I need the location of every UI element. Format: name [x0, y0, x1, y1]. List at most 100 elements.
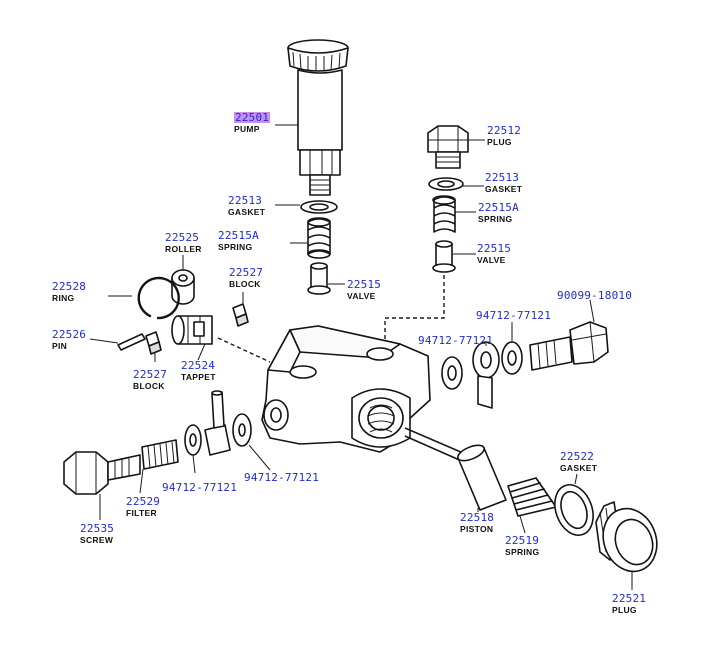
callout-spring-right[interactable]: 22515A SPRING	[478, 202, 519, 224]
banjo-fitting-part	[204, 390, 231, 456]
part-number-gasket-right[interactable]: 22513	[485, 171, 520, 184]
part-number-bolt[interactable]: 90099-18010	[557, 289, 633, 302]
callout-block-lower[interactable]: 22527 BLOCK	[133, 369, 167, 391]
gasket-plug-part	[554, 484, 594, 536]
spring-piston-part	[507, 477, 557, 517]
callout-piston[interactable]: 22518 PISTON	[460, 512, 494, 534]
pin-part	[117, 333, 146, 351]
valve-right-part	[432, 240, 456, 273]
tappet-part	[171, 315, 213, 345]
washer-left-a-part	[184, 424, 202, 456]
part-number-pin[interactable]: 22526	[52, 328, 87, 341]
callout-gasket-left[interactable]: 22513 GASKET	[228, 195, 265, 217]
washer-right-a-part	[441, 356, 463, 390]
part-name-plug-bottom: PLUG	[612, 605, 637, 615]
part-number-plug-top[interactable]: 22512	[487, 124, 522, 137]
part-name-valve-left: VALVE	[347, 291, 376, 301]
guide-line-tappet	[217, 337, 271, 363]
part-name-ring: RING	[52, 293, 75, 303]
pump-part	[287, 39, 349, 196]
gasket-left-part	[300, 200, 338, 214]
part-number-gasket-plug[interactable]: 22522	[560, 450, 595, 463]
part-name-piston: PISTON	[460, 524, 494, 534]
part-number-pump[interactable]: 22501	[234, 111, 271, 124]
washer-right-b-part	[501, 341, 523, 375]
part-name-spring-right: SPRING	[478, 214, 513, 224]
part-number-roller[interactable]: 22525	[165, 231, 200, 244]
callout-washer-right-b[interactable]: 94712-77121	[476, 310, 551, 321]
part-number-valve-right[interactable]: 22515	[477, 242, 512, 255]
part-number-piston[interactable]: 22518	[460, 511, 495, 524]
callout-gasket-right[interactable]: 22513 GASKET	[485, 172, 522, 194]
part-number-plug-bottom[interactable]: 22521	[612, 592, 647, 605]
callout-roller[interactable]: 22525 ROLLER	[165, 232, 202, 254]
part-number-washer-left-b[interactable]: 94712-77121	[244, 471, 320, 484]
part-name-block-upper: BLOCK	[229, 279, 261, 289]
callout-pump[interactable]: 22501 PUMP	[234, 111, 271, 134]
part-number-washer-right-b[interactable]: 94712-77121	[476, 309, 552, 322]
part-number-gasket-left[interactable]: 22513	[228, 194, 263, 207]
callout-valve-right[interactable]: 22515 VALVE	[477, 243, 511, 265]
part-name-screw: SCREW	[80, 535, 114, 545]
part-number-washer-left-a[interactable]: 94712-77121	[162, 481, 238, 494]
callout-filter[interactable]: 22529 FILTER	[126, 496, 160, 518]
callout-ring[interactable]: 22528 RING	[52, 281, 86, 303]
part-name-pump: PUMP	[234, 124, 260, 134]
callout-plug-bottom[interactable]: 22521 PLUG	[612, 593, 646, 615]
leader-lines	[89, 124, 633, 590]
ring-part	[137, 276, 180, 320]
part-number-filter[interactable]: 22529	[126, 495, 161, 508]
part-name-gasket-plug: GASKET	[560, 463, 598, 473]
part-number-ring[interactable]: 22528	[52, 280, 87, 293]
callout-pin[interactable]: 22526 PIN	[52, 329, 86, 351]
spring-right-part	[432, 195, 456, 233]
block-upper-part	[232, 303, 249, 327]
washer-left-b-part	[232, 413, 252, 447]
part-number-screw[interactable]: 22535	[80, 522, 115, 535]
block-lower-part	[145, 331, 162, 355]
bolt-part	[529, 321, 609, 371]
part-name-roller: ROLLER	[165, 244, 202, 254]
callout-tappet[interactable]: 22524 TAPPET	[181, 360, 216, 382]
callout-spring-piston[interactable]: 22519 SPRING	[505, 535, 539, 557]
part-name-gasket-right: GASKET	[485, 184, 523, 194]
guide-line-valve	[384, 275, 445, 352]
part-number-block-upper[interactable]: 22527	[229, 266, 264, 279]
callout-block-upper[interactable]: 22527 BLOCK	[229, 267, 263, 289]
spring-left-part	[307, 217, 331, 259]
callout-washer-left-a[interactable]: 94712-77121	[162, 482, 237, 493]
part-number-spring-right[interactable]: 22515A	[478, 201, 519, 214]
part-name-spring-piston: SPRING	[505, 547, 540, 557]
part-name-pin: PIN	[52, 341, 68, 351]
piston-rod-line	[404, 427, 471, 463]
part-number-block-lower[interactable]: 22527	[133, 368, 168, 381]
callout-washer-left-b[interactable]: 94712-77121	[244, 472, 319, 483]
callout-valve-left[interactable]: 22515 VALVE	[347, 279, 381, 301]
part-name-plug-top: PLUG	[487, 137, 512, 147]
valve-left-part	[307, 262, 331, 295]
screw-part	[63, 451, 141, 495]
callout-washer-right-a[interactable]: 94712-77121	[418, 335, 493, 346]
part-number-spring-left[interactable]: 22515A	[218, 229, 259, 242]
callout-screw[interactable]: 22535 SCREW	[80, 523, 114, 545]
callout-gasket-plug[interactable]: 22522 GASKET	[560, 451, 597, 473]
part-name-block-lower: BLOCK	[133, 381, 165, 391]
part-number-spring-piston[interactable]: 22519	[505, 534, 540, 547]
callout-plug-top[interactable]: 22512 PLUG	[487, 125, 521, 147]
part-name-gasket-left: GASKET	[228, 207, 266, 217]
plug-top-part	[427, 125, 469, 169]
part-name-valve-right: VALVE	[477, 255, 506, 265]
callout-spring-left[interactable]: 22515A SPRING	[218, 230, 259, 252]
plug-bottom-part	[595, 501, 658, 573]
part-number-valve-left[interactable]: 22515	[347, 278, 382, 291]
callout-bolt[interactable]: 90099-18010	[557, 290, 632, 301]
part-number-washer-right-a[interactable]: 94712-77121	[418, 334, 494, 347]
part-name-filter: FILTER	[126, 508, 157, 518]
part-number-tappet[interactable]: 22524	[181, 359, 216, 372]
gasket-right-part	[428, 177, 464, 191]
banjo-right-part	[472, 341, 500, 409]
pump-body-part	[261, 325, 431, 453]
part-name-tappet: TAPPET	[181, 372, 216, 382]
